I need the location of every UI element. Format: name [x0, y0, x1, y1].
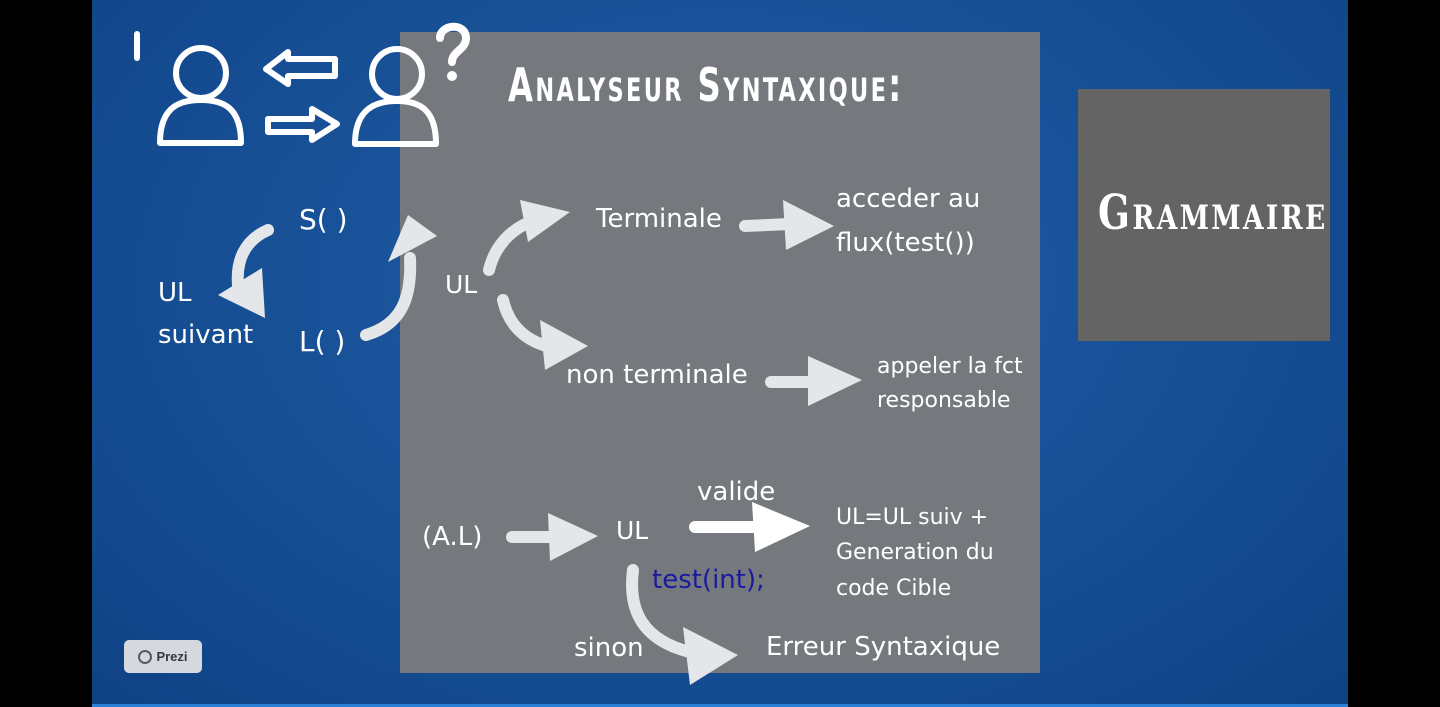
non-terminale-node: non terminale — [566, 360, 748, 390]
page-title: Analyseur Syntaxique: — [508, 58, 904, 112]
non-terminale-result-line-1: appeler la fct — [877, 354, 1023, 379]
prezi-badge-label: Prezi — [156, 649, 188, 664]
person-icon — [352, 46, 439, 147]
content-panel — [400, 32, 1040, 673]
curved-arrow-icon — [360, 215, 437, 341]
ul-suivant-label-1: UL — [158, 278, 192, 308]
arrow-right-icon — [689, 502, 810, 552]
curved-arrow-icon — [497, 294, 588, 370]
valide-result-line-2: Generation du — [836, 540, 994, 565]
erreur-syntaxique-node: Erreur Syntaxique — [766, 632, 1001, 662]
terminale-result-line-2: flux(test()) — [836, 228, 975, 258]
valide-result-line-3: code Cible — [836, 576, 952, 601]
sinon-label: sinon — [574, 633, 644, 663]
check-ul-node: UL — [616, 516, 649, 545]
s-node: S( ) — [299, 203, 348, 236]
grammaire-label: Grammaire — [1098, 185, 1328, 241]
non-terminale-result-line-2: responsable — [877, 388, 1011, 413]
prezi-badge[interactable]: Prezi — [124, 640, 202, 673]
curved-arrow-icon — [626, 564, 738, 685]
curved-arrow-icon — [483, 200, 570, 276]
branch-ul-node: UL — [445, 270, 478, 299]
prezi-logo-icon — [138, 649, 153, 664]
curved-arrow-icon — [218, 224, 274, 318]
swap-arrows-icon — [263, 49, 340, 143]
terminale-result-line-1: acceder au — [836, 184, 981, 214]
canvas-bottom-edge — [92, 704, 1348, 707]
grammaire-box[interactable] — [1078, 89, 1330, 341]
arrow-right-icon — [739, 200, 834, 250]
valide-result-line-1: UL=UL suiv + — [836, 505, 989, 530]
l-node: L( ) — [299, 325, 346, 358]
person-icon — [157, 45, 244, 146]
ul-suivant-label-2: suivant — [158, 320, 254, 350]
arrow-right-icon — [765, 356, 862, 406]
code-snippet: test(int); — [652, 565, 765, 595]
valide-label: valide — [697, 477, 776, 507]
al-node: (A.L) — [422, 522, 483, 552]
terminale-node: Terminale — [596, 204, 722, 234]
question-mark-icon — [436, 22, 471, 81]
arrow-right-icon — [506, 513, 598, 561]
